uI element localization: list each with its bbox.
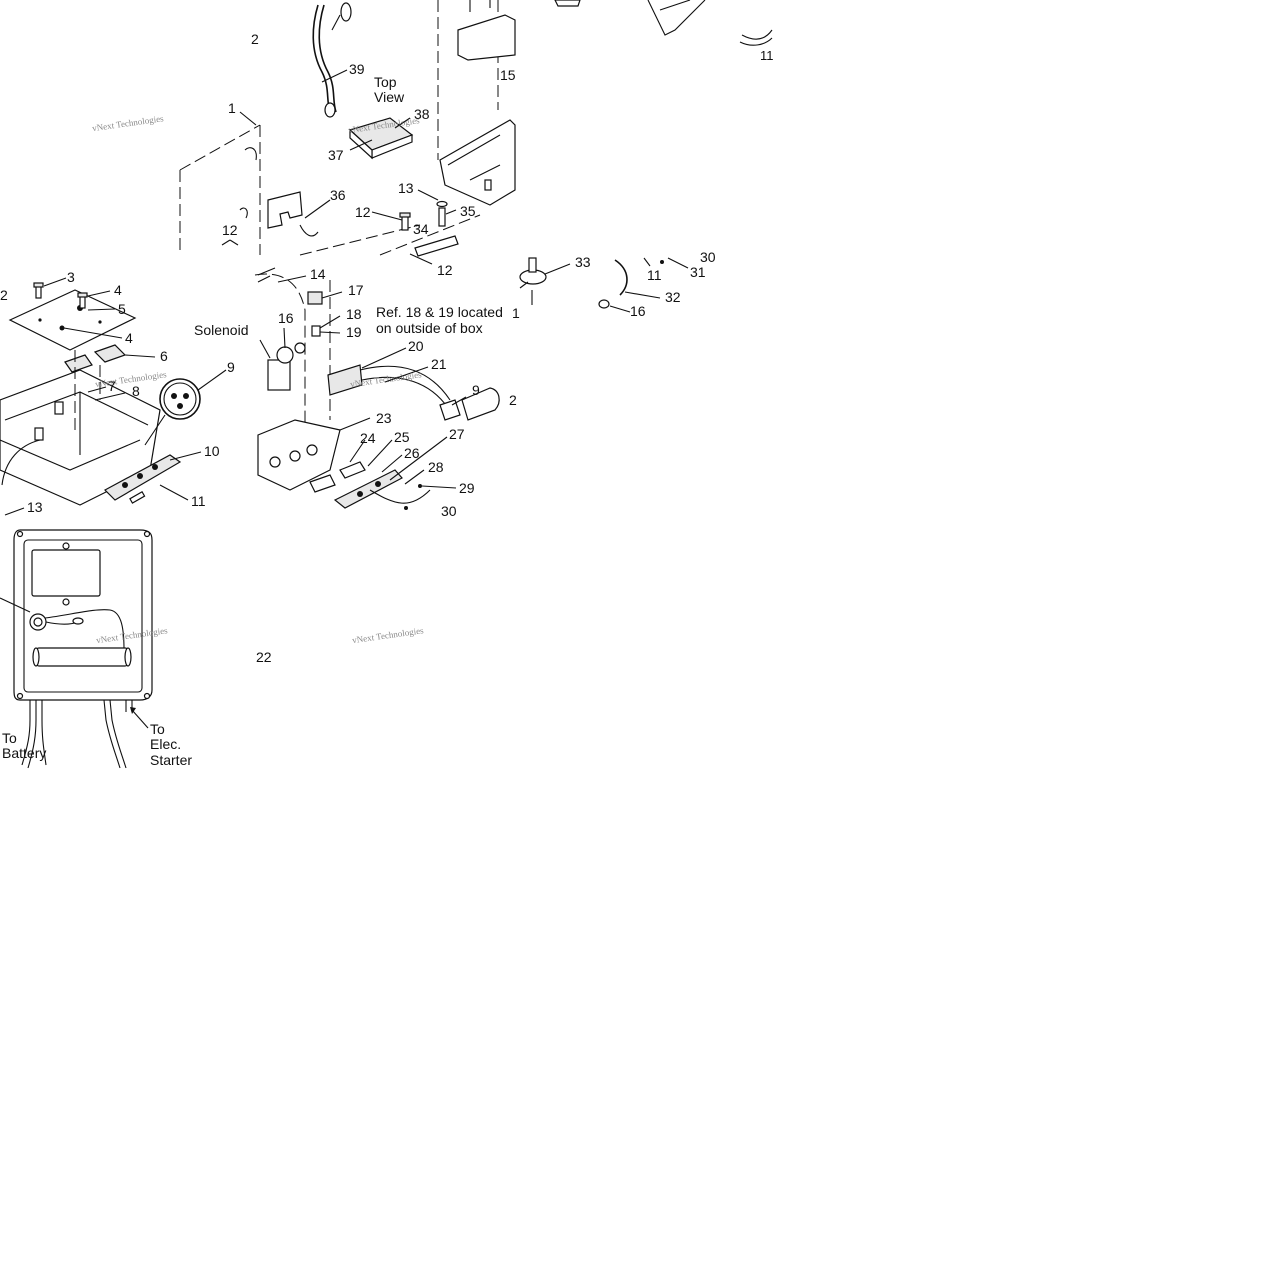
callout-24: 24 xyxy=(360,430,376,446)
ref-note-line1: Ref. 18 & 19 located xyxy=(376,304,503,320)
callout-39: 39 xyxy=(349,61,365,77)
callout-30-center: 30 xyxy=(441,503,457,519)
callout-16-right: 16 xyxy=(630,303,646,319)
boot-connector xyxy=(461,387,500,421)
callout-12-low: 12 xyxy=(437,262,453,278)
battery-cable xyxy=(312,4,331,113)
callout-13-left: 13 xyxy=(27,499,43,515)
module xyxy=(93,344,127,363)
to-starter-line2: Elec. xyxy=(150,736,181,752)
callout-20: 20 xyxy=(408,338,424,354)
cover-plate xyxy=(8,289,137,351)
callout-3: 3 xyxy=(67,269,75,285)
cap xyxy=(598,299,610,309)
callout-11-right: 11 xyxy=(647,267,662,283)
callout-31: 31 xyxy=(690,264,706,280)
callout-17: 17 xyxy=(348,282,364,298)
callout-26: 26 xyxy=(404,445,420,461)
callout-8: 8 xyxy=(132,383,140,399)
wiring-top-view xyxy=(0,529,153,769)
callout-11-left: 11 xyxy=(191,493,206,509)
ref-note-line2: on outside of box xyxy=(376,320,483,336)
callout-numbers: 2 1 39 38 37 36 13 12 35 34 12 12 15 11 … xyxy=(0,31,774,665)
callout-33: 33 xyxy=(575,254,591,270)
callout-16-center: 16 xyxy=(278,310,294,326)
cable-terminal-top xyxy=(340,2,352,22)
strip xyxy=(414,235,459,257)
callout-12-left: 12 xyxy=(222,222,238,238)
top-view-label-line1: Top xyxy=(374,74,397,90)
connector-plug xyxy=(159,378,201,420)
watermark-1: vNext Technologies xyxy=(92,113,165,133)
housing-tray xyxy=(439,119,516,206)
callout-7: 7 xyxy=(108,378,116,394)
washer xyxy=(436,200,448,208)
cable-terminal-bottom xyxy=(324,102,336,118)
callout-11-topright: 11 xyxy=(760,48,774,63)
to-battery-line2: Battery xyxy=(2,745,46,761)
cover-outline xyxy=(179,124,261,255)
notes: Top View Ref. 18 & 19 located on outside… xyxy=(2,74,503,768)
to-starter-line1: To xyxy=(150,721,165,737)
callout-1-right: 1 xyxy=(512,305,520,321)
callout-19: 19 xyxy=(346,324,362,340)
callout-2-right: 2 xyxy=(509,392,517,408)
callout-4-top: 4 xyxy=(114,282,122,298)
callout-15: 15 xyxy=(500,67,516,83)
callout-2-left: 2 xyxy=(0,287,8,303)
solenoid-assembly xyxy=(254,267,500,510)
callout-38: 38 xyxy=(414,106,430,122)
callout-22: 22 xyxy=(256,649,272,665)
callout-34: 34 xyxy=(413,221,429,237)
callout-36: 36 xyxy=(330,187,346,203)
cable-clamp xyxy=(327,364,363,396)
ignition-switch-parts xyxy=(519,257,664,309)
watermark-6: vNext Technologies xyxy=(352,625,425,645)
callout-12-mid: 12 xyxy=(355,204,371,220)
solenoid-label: Solenoid xyxy=(194,322,249,338)
callout-32: 32 xyxy=(665,289,681,305)
callout-30-right: 30 xyxy=(700,249,716,265)
grommet-plate xyxy=(333,469,403,509)
callout-2: 2 xyxy=(251,31,259,47)
callout-35: 35 xyxy=(460,203,476,219)
callout-9-center: 9 xyxy=(472,382,480,398)
callout-27: 27 xyxy=(449,426,465,442)
callout-37: 37 xyxy=(328,147,344,163)
electrical-box xyxy=(457,14,516,61)
screw xyxy=(438,207,446,227)
leader-lines xyxy=(4,69,689,516)
callout-21: 21 xyxy=(431,356,447,372)
callout-23: 23 xyxy=(376,410,392,426)
callout-9-left: 9 xyxy=(227,359,235,375)
callout-18: 18 xyxy=(346,306,362,322)
callout-5: 5 xyxy=(118,301,126,317)
to-battery-line1: To xyxy=(2,730,17,746)
relay xyxy=(307,291,323,305)
to-starter-line3: Starter xyxy=(150,752,192,768)
panel-and-box-assembly xyxy=(0,282,201,506)
top-right-fragment xyxy=(554,0,773,46)
top-view-label-line2: View xyxy=(374,89,405,105)
callout-28: 28 xyxy=(428,459,444,475)
solenoid-body xyxy=(267,359,291,391)
callout-13-top: 13 xyxy=(398,180,414,196)
panel-cover-assembly xyxy=(179,0,516,257)
callout-1: 1 xyxy=(228,100,236,116)
callout-25: 25 xyxy=(394,429,410,445)
callout-6: 6 xyxy=(160,348,168,364)
callout-29: 29 xyxy=(459,480,475,496)
bolt xyxy=(401,215,409,231)
callout-10: 10 xyxy=(204,443,220,459)
capacitor xyxy=(35,647,129,667)
callout-4-low: 4 xyxy=(125,330,133,346)
callout-14: 14 xyxy=(310,266,326,282)
mounting-bracket xyxy=(267,191,303,229)
cdi-module xyxy=(31,549,101,597)
